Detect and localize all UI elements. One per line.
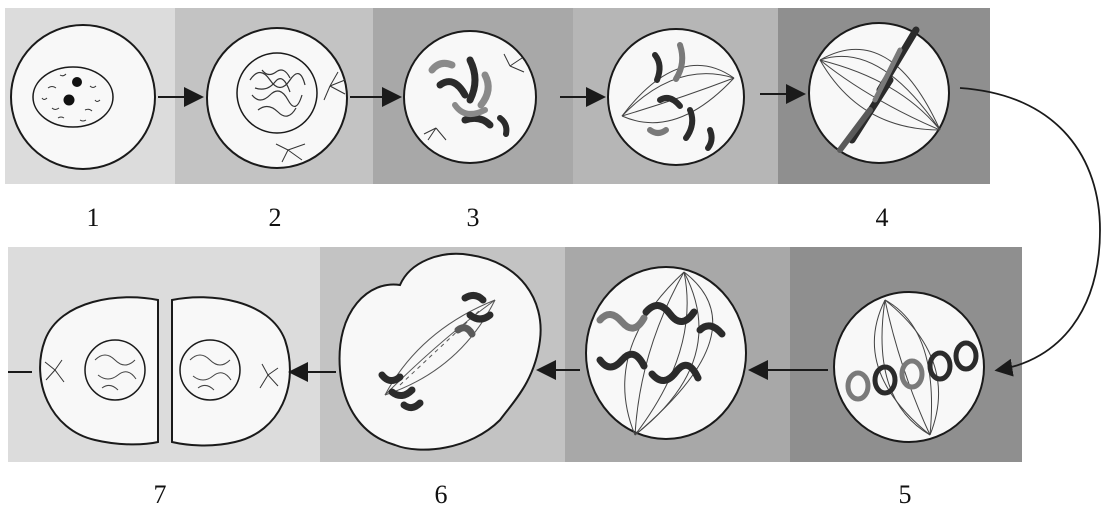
cell-stage-4	[809, 23, 949, 163]
cell-stage-3b	[608, 29, 744, 165]
nucleus	[85, 340, 145, 400]
cell-stage-5	[834, 292, 984, 442]
cell-stage-2	[207, 28, 347, 168]
stage-label-6: 6	[435, 482, 448, 508]
stage-label-5: 5	[899, 482, 912, 508]
cell-stage-3	[404, 31, 536, 163]
cell-stage-5b	[586, 267, 746, 439]
stage-label-2: 2	[269, 205, 282, 231]
stage-label-4: 4	[876, 205, 889, 231]
nucleolus	[72, 77, 82, 87]
stage-label-1: 1	[87, 205, 100, 231]
nucleus	[237, 53, 317, 133]
nucleolus	[64, 95, 75, 106]
stage-label-3: 3	[467, 205, 480, 231]
stage-label-7: 7	[154, 482, 167, 508]
cell-stage-1	[11, 25, 155, 169]
nucleus	[180, 340, 240, 400]
